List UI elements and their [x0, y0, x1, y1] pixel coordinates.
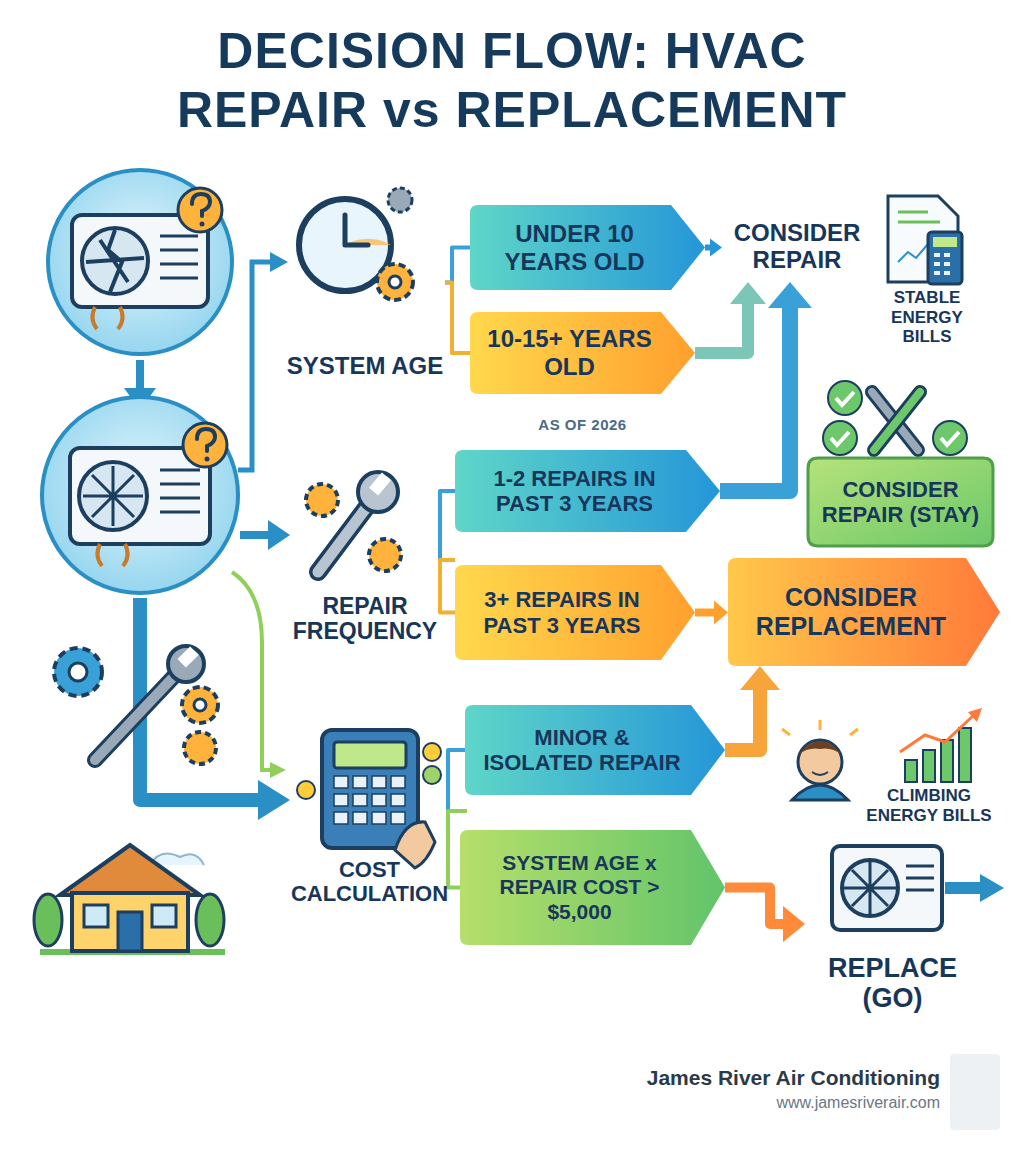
node-text: REPAIR FREQUENCY	[275, 594, 455, 646]
house-icon	[34, 845, 225, 952]
node-text: SYSTEM AGE	[287, 353, 443, 380]
node-text: CONSIDER REPAIR (STAY)	[820, 477, 981, 528]
criterion-label: REPAIR FREQUENCY	[275, 475, 455, 645]
node-text: 10-15+ YEARS OLD	[486, 325, 653, 380]
arrow-head	[730, 282, 766, 304]
arrow-shape: CONSIDER REPLACEMENT	[728, 558, 1000, 666]
shape-outline	[465, 705, 725, 795]
arrow-shape: 10-15+ YEARS OLD	[470, 312, 695, 394]
connector	[445, 248, 470, 283]
connector	[725, 666, 780, 750]
node-text: SYSTEM AGE x REPAIR COST > $5,000	[476, 851, 683, 923]
connector-line	[440, 491, 455, 560]
flow-arrow	[136, 360, 144, 392]
connector-line	[445, 283, 470, 354]
arrow-shape: 3+ REPAIRS IN PAST 3 YEARS	[455, 565, 695, 660]
connector	[440, 560, 455, 613]
connector	[720, 282, 812, 491]
arrow-head	[270, 762, 286, 778]
note-label: STABLE ENERGY BILLS	[868, 288, 986, 347]
connector-line	[448, 750, 467, 811]
arrow-head	[268, 520, 290, 550]
shape-outline	[808, 458, 993, 546]
connector-line	[440, 560, 455, 613]
node-text: MINOR & ISOLATED REPAIR	[481, 725, 683, 776]
arrow-shape: 1-2 REPAIRS IN PAST 3 YEARS	[455, 450, 720, 532]
node-text: 3+ REPAIRS IN PAST 3 YEARS	[471, 587, 653, 638]
outcome-arrow: CONSIDER REPLACEMENT	[728, 558, 1000, 666]
arrow-head	[740, 666, 780, 690]
arrow-band: 3+ REPAIRS IN PAST 3 YEARS	[455, 565, 695, 660]
box-shape: CONSIDER REPAIR (STAY)	[808, 458, 993, 546]
arrow-band: SYSTEM AGE x REPAIR COST > $5,000	[460, 830, 725, 945]
new-ac-unit-icon	[832, 846, 1004, 930]
connector	[445, 283, 470, 354]
connector	[705, 239, 722, 257]
shape-outline	[470, 205, 705, 290]
connector	[695, 282, 766, 353]
wrench-icon	[306, 472, 401, 572]
ac-unit-icon	[48, 170, 232, 354]
arrow-head	[714, 601, 728, 625]
node-text: 1-2 REPAIRS IN PAST 3 YEARS	[471, 466, 678, 517]
flow-arrow	[232, 572, 272, 770]
arrow-head	[258, 780, 290, 820]
connector-line	[445, 248, 470, 283]
arrow-band: 1-2 REPAIRS IN PAST 3 YEARS	[455, 450, 720, 532]
clock-icon	[299, 188, 413, 300]
connector	[448, 750, 467, 811]
checkmark-icon	[823, 381, 967, 455]
note-label: CLIMBING ENERGY BILLS	[866, 786, 992, 825]
connector-line	[695, 303, 748, 353]
criterion-label: COST CALCULATION	[272, 715, 467, 907]
arrow-head	[768, 282, 812, 308]
chart-icon	[900, 708, 982, 782]
bill-icon	[888, 196, 962, 284]
flow-arrow	[240, 531, 270, 539]
arrow-band: MINOR & ISOLATED REPAIR	[465, 705, 725, 795]
person-icon	[782, 720, 858, 800]
company-name: James River Air Conditioning	[520, 1066, 940, 1090]
outcome-label: CONSIDER REPAIR	[722, 212, 872, 282]
connector	[725, 888, 805, 943]
arrow-head	[783, 906, 805, 942]
connector	[695, 601, 728, 625]
arrow-band: 10-15+ YEARS OLD AS OF 2026	[470, 312, 695, 433]
arrow-shape: UNDER 10 YEARS OLD	[470, 205, 705, 290]
connector-line	[695, 609, 715, 617]
arrow-band: UNDER 10 YEARS OLD	[470, 205, 705, 290]
diagram-title: DECISION FLOW: HVAC REPAIR vs REPLACEMEN…	[20, 22, 1004, 140]
connector-line	[725, 888, 784, 925]
logo-placeholder	[950, 1054, 1000, 1130]
gear-wrench-icon	[54, 646, 218, 764]
arrow-shape: MINOR & ISOLATED REPAIR	[465, 705, 725, 795]
arrow-head	[710, 239, 722, 257]
outcome-label: REPLACE (GO)	[805, 835, 980, 1013]
website-url: www.jamesriverair.com	[520, 1094, 940, 1112]
outcome-box: CONSIDER REPAIR (STAY)	[808, 458, 993, 546]
connector-line	[725, 689, 760, 750]
connector-line	[720, 307, 790, 491]
node-subtext: AS OF 2026	[470, 416, 695, 433]
shape-outline	[455, 450, 720, 532]
shape-outline	[455, 565, 695, 660]
node-text: REPLACE (GO)	[805, 953, 980, 1013]
shape-outline	[460, 830, 725, 945]
criterion-label: SYSTEM AGE	[285, 185, 445, 380]
shape-outline	[728, 558, 1000, 666]
node-text: CONSIDER REPAIR	[722, 220, 872, 274]
connector	[440, 491, 455, 560]
node-text: CONSIDER REPLACEMENT	[744, 583, 958, 641]
arrow-shape: SYSTEM AGE x REPAIR COST > $5,000	[460, 830, 725, 945]
shape-outline	[470, 312, 695, 394]
flow-arrow	[238, 262, 272, 470]
calculator-icon	[297, 730, 441, 868]
node-text: COST CALCULATION	[272, 858, 467, 907]
node-text: UNDER 10 YEARS OLD	[486, 220, 663, 275]
ac-unit-icon	[42, 397, 238, 593]
arrow-head	[270, 252, 288, 272]
